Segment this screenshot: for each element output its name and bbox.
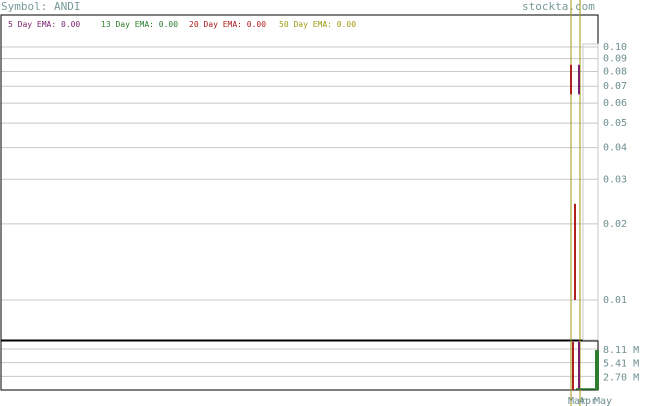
x-tick-label: May bbox=[594, 396, 612, 406]
volume-tick-label: 2.70 M bbox=[603, 372, 639, 383]
x-tick-label: Apr bbox=[579, 396, 597, 406]
site-name: stockta.com bbox=[522, 0, 595, 13]
volume-grid bbox=[1, 348, 598, 377]
price-tick-label: 0.05 bbox=[603, 118, 627, 129]
right-axis-box bbox=[582, 43, 599, 341]
price-tick-label: 0.03 bbox=[603, 174, 627, 185]
ema-20-label: 20 Day EMA: 0.00 bbox=[189, 20, 267, 29]
price-tick-label: 0.07 bbox=[603, 81, 627, 92]
price-tick-label: 0.10 bbox=[603, 42, 627, 53]
volume-marks bbox=[572, 342, 599, 390]
volume-bar bbox=[578, 342, 580, 390]
symbol-label: Symbol: ANDI bbox=[1, 0, 81, 13]
volume-tick-label: 8.11 M bbox=[603, 345, 639, 356]
price-tick-label: 0.09 bbox=[603, 54, 627, 65]
price-tick-label: 0.04 bbox=[603, 143, 627, 154]
price-grid bbox=[1, 46, 598, 301]
ema-50-label: 50 Day EMA: 0.00 bbox=[279, 20, 357, 29]
volume-axis-labels: 8.11 M 5.41 M 2.70 M bbox=[603, 345, 639, 383]
x-tick-label: Mar bbox=[568, 396, 586, 406]
price-marks bbox=[570, 64, 580, 300]
volume-bar bbox=[595, 350, 599, 390]
price-tick-label: 0.01 bbox=[603, 295, 627, 306]
price-tick-label: 0.06 bbox=[603, 98, 627, 109]
volume-panel-frame bbox=[0, 340, 599, 391]
price-tick-label: 0.02 bbox=[603, 219, 627, 230]
ema-13-label: 13 Day EMA: 0.00 bbox=[101, 20, 179, 29]
ema-5-label: 5 Day EMA: 0.00 bbox=[8, 20, 81, 29]
price-tick-label: 0.08 bbox=[603, 67, 627, 78]
volume-tick-label: 5.41 M bbox=[603, 359, 639, 370]
price-axis-labels: 0.100.09 0.08 0.07 0.06 0.05 0.04 0.03 0.02 0.01 bbox=[603, 42, 627, 306]
volume-bar bbox=[572, 342, 574, 390]
price-panel-frame bbox=[0, 14, 599, 341]
